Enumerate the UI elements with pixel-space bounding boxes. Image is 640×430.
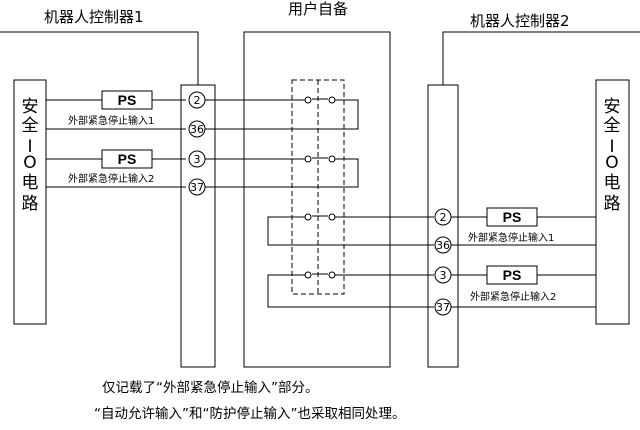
wire <box>267 274 434 308</box>
contact-point <box>328 213 336 221</box>
safety-left-char: 电 <box>22 173 39 193</box>
terminal-number: 36 <box>436 239 450 252</box>
safety-io-right-label: 安 全 I O 电 路 <box>604 97 621 214</box>
safety-io-left-label: 安 全 I O 电 路 <box>22 97 39 214</box>
controller1-frame-line <box>0 31 199 85</box>
user-equipment-box <box>243 31 391 368</box>
footnote-line-1: 仅记载了“外部紧急停止输入”部分。 <box>102 379 319 396</box>
footnote-line-2: “自动允许输入”和“防护停止输入”也采取相同处理。 <box>94 405 405 422</box>
ps-label: PS <box>503 267 522 283</box>
safety-right-char: 安 <box>604 97 621 117</box>
wire <box>205 158 359 188</box>
safety-right-char: O <box>605 153 618 173</box>
contact-point <box>304 213 312 221</box>
wire <box>205 99 359 130</box>
contact-point <box>328 96 336 104</box>
safety-io-circuit-right <box>595 79 630 325</box>
contact-point <box>328 155 336 163</box>
ps-caption-right-1: 外部紧急停止输入1 <box>468 231 554 244</box>
safety-left-char: 路 <box>22 194 39 214</box>
contact-pair-4 <box>304 271 336 279</box>
terminal-number: 2 <box>194 94 201 107</box>
terminal-number: 3 <box>440 269 447 282</box>
terminal-number: 37 <box>436 301 450 314</box>
contact-point <box>304 155 312 163</box>
terminal-number: 37 <box>190 181 204 194</box>
contact-pair-1 <box>304 96 336 104</box>
ps-label: PS <box>503 209 522 225</box>
ps-label: PS <box>118 92 137 108</box>
safety-left-char: I <box>27 137 32 157</box>
contact-pair-3 <box>304 213 336 221</box>
terminal-number: 2 <box>440 211 447 224</box>
controller2-terminal-block <box>427 84 459 368</box>
wire <box>267 216 434 246</box>
ps-caption-right-2: 外部紧急停止输入2 <box>470 290 556 303</box>
safety-left-char: 安 <box>22 97 39 117</box>
controller2-title: 机器人控制器2 <box>470 12 570 30</box>
safety-right-char: 路 <box>604 194 621 214</box>
terminal-number: 36 <box>190 123 204 136</box>
user-equipment-title: 用户自备 <box>288 0 348 18</box>
contact-point <box>328 271 336 279</box>
safety-io-circuit-left <box>13 79 47 325</box>
safety-left-char: O <box>23 153 36 173</box>
safety-right-char: 电 <box>604 173 621 193</box>
controller1-title: 机器人控制器1 <box>44 8 144 26</box>
ps-caption-left-2: 外部紧急停止输入2 <box>68 172 154 185</box>
safety-left-char: 全 <box>22 116 39 136</box>
safety-right-char: 全 <box>604 116 621 136</box>
ps-caption-left-1: 外部紧急停止输入1 <box>68 114 154 127</box>
safety-right-char: I <box>609 137 614 157</box>
contact-pair-2 <box>304 155 336 163</box>
terminal-number: 3 <box>194 153 201 166</box>
contact-point <box>304 96 312 104</box>
contact-point <box>304 271 312 279</box>
ps-label: PS <box>118 151 137 167</box>
controller2-frame-line <box>442 31 640 85</box>
